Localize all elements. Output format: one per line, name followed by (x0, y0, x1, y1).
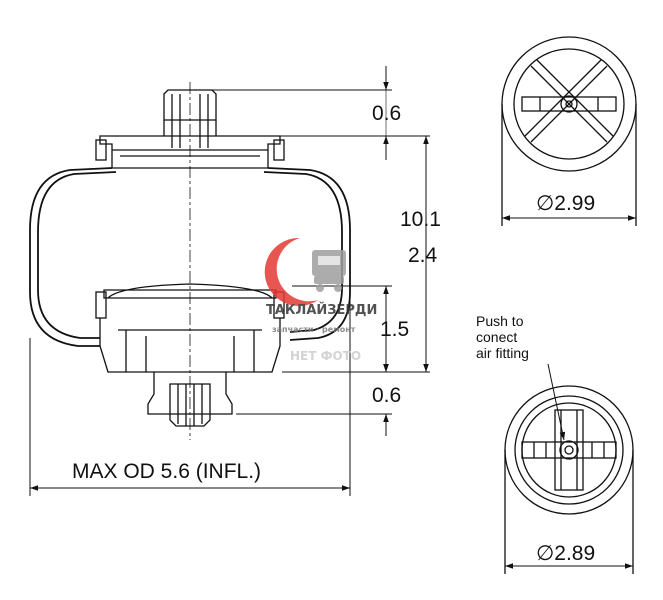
top-view (501, 36, 637, 226)
watermark-no-photo: НЕТ ФОТО (290, 349, 361, 363)
dim-overall-height-min: 2.4 (408, 244, 438, 267)
side-view (29, 82, 351, 440)
watermark-tagline: запчасти · ремонт (272, 325, 356, 334)
truck-icon (312, 250, 346, 292)
watermark-logo: ТАКЛАЙЗЕРДИ запчасти · ремонт НЕТ ФОТО (264, 237, 377, 363)
dim-top-view-diameter: ∅2.99 (536, 192, 595, 215)
watermark-brand: ТАКЛАЙЗЕРДИ (266, 302, 377, 318)
bottom-view (504, 363, 634, 574)
dimension-labels: 0.6 10.1 2.4 1.5 0.6 MAX OD 5.6 (INFL.) (72, 102, 441, 483)
fitting-note: Push to conect air fitting (476, 313, 529, 361)
dimension-lines (29, 66, 430, 496)
dim-bottom-height: 0.6 (372, 384, 401, 407)
dim-overall-height-max: 10.1 (400, 208, 441, 231)
dim-bottom-section: 1.5 (380, 318, 409, 341)
dim-bottom-view-diameter: ∅2.89 (536, 542, 595, 565)
top-stud (163, 89, 217, 148)
logo-swoosh-icon (264, 237, 318, 306)
lower-stud (147, 372, 233, 427)
note-line-3: air fitting (476, 345, 529, 361)
dim-max-od: MAX OD 5.6 (INFL.) (72, 460, 261, 483)
note-line-1: Push to (476, 313, 524, 329)
note-line-2: conect (476, 329, 517, 345)
rubber-bellow (29, 167, 351, 347)
dim-top-height: 0.6 (372, 102, 401, 125)
